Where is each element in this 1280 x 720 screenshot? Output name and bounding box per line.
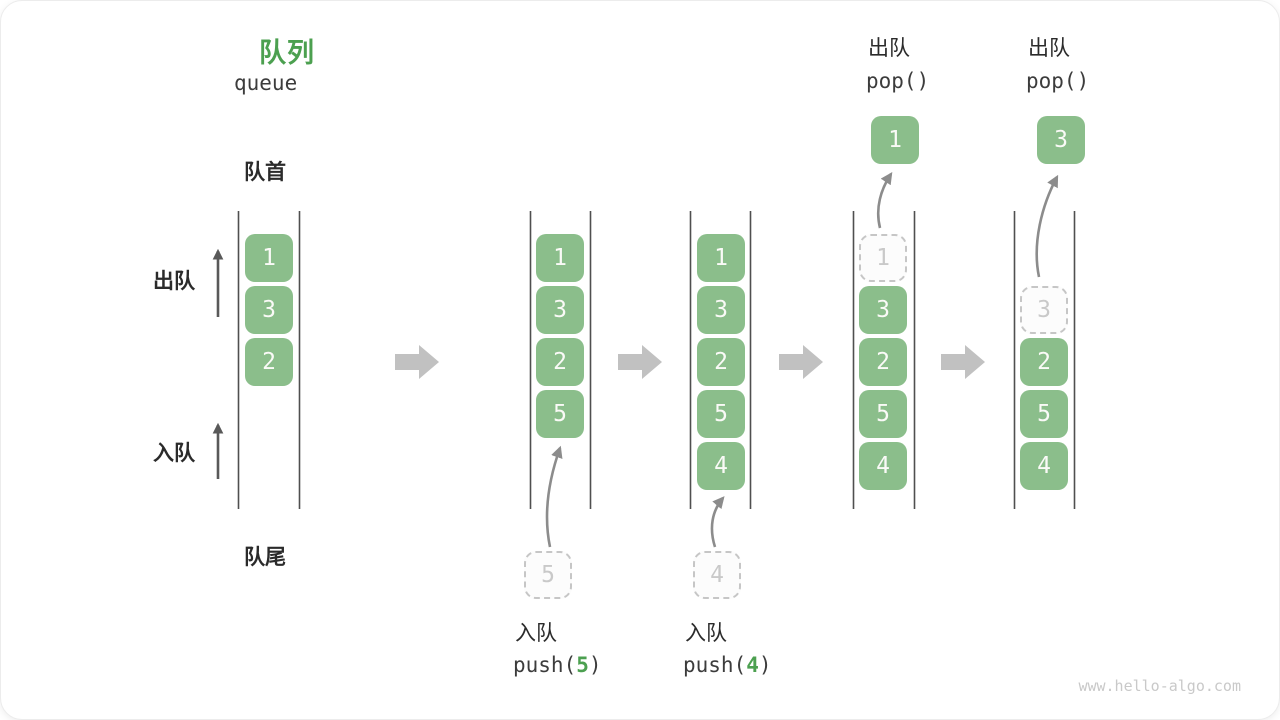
label-enqueue: 入队 [153,442,195,465]
queue-cell: 2 [697,338,745,386]
queue-cell: 4 [1020,442,1068,490]
next-step-arrow-icon [618,345,662,379]
push-5-arrow-icon [545,445,563,548]
enqueue-code: push(4) [683,653,772,677]
code-arg: 5 [576,653,589,677]
queue-cell: 3 [245,286,293,334]
next-step-arrow-icon [395,345,439,379]
queue-cell: 3 [859,286,907,334]
queue-cell-removed: 1 [859,234,907,282]
label-dequeue: 出队 [153,270,195,293]
next-step-arrow-icon [941,345,985,379]
enqueue-code: push(5) [513,653,602,677]
queue-cell: 1 [536,234,584,282]
watermark: www.hello-algo.com [1078,677,1241,695]
figure-title: 队列 [259,38,315,68]
figure-subtitle: queue [234,71,298,95]
code-fn: push( [683,653,747,677]
pop-3-arrow-icon [1035,174,1059,278]
queue-cell: 4 [697,442,745,490]
queue-cell: 4 [859,442,907,490]
code-close: ) [758,653,772,677]
queue-cell: 3 [536,286,584,334]
pop-1-arrow-icon [876,172,893,229]
queue-cell: 5 [859,390,907,438]
next-step-arrow-icon [779,345,823,379]
enqueue-caption: 入队 [685,622,727,645]
dequeue-code: pop() [866,69,930,93]
dequeue-output-cell: 1 [871,116,919,164]
queue-walls-icon [237,211,1076,509]
queue-cell: 1 [245,234,293,282]
queue-cell: 3 [697,286,745,334]
queue-cell: 5 [697,390,745,438]
queue-cell: 2 [1020,338,1068,386]
queue-cell: 5 [1020,390,1068,438]
label-queue-front: 队首 [244,161,286,184]
queue-cell: 1 [697,234,745,282]
queue-cell: 2 [859,338,907,386]
code-arg: 4 [746,653,759,677]
label-queue-rear: 队尾 [244,546,286,569]
code-fn: push( [513,653,577,677]
enqueue-input-cell: 4 [693,551,741,599]
push-4-arrow-icon [710,496,725,548]
queue-cell: 2 [245,338,293,386]
queue-cell: 2 [536,338,584,386]
enqueue-caption: 入队 [515,622,557,645]
dequeue-code: pop() [1026,69,1090,93]
dequeue-caption: 出队 [868,37,910,60]
enqueue-input-cell: 5 [524,551,572,599]
dequeue-caption: 出队 [1028,37,1070,60]
code-close: ) [588,653,602,677]
dequeue-output-cell: 3 [1037,116,1085,164]
queue-cell: 5 [536,390,584,438]
queue-cell-removed: 3 [1020,286,1068,334]
